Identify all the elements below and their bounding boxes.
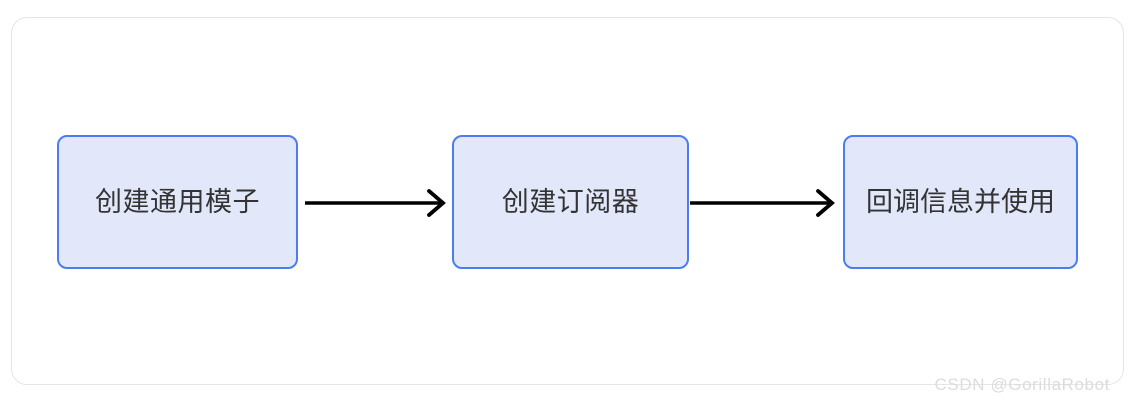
arrow-right-icon: [305, 189, 446, 217]
arrow-right-icon: [690, 189, 835, 217]
flow-node-label: 创建订阅器: [501, 186, 640, 217]
watermark-text: CSDN @GorillaRobot: [934, 375, 1110, 394]
flow-node-callback-and-use[interactable]: 回调信息并使用: [843, 135, 1078, 269]
flow-node-label: 创建通用模子: [95, 186, 260, 217]
flow-node-create-subscriber[interactable]: 创建订阅器: [452, 135, 689, 269]
flow-node-label: 回调信息并使用: [866, 186, 1055, 217]
flow-node-create-generic-template[interactable]: 创建通用模子: [57, 135, 298, 269]
flow-arrow-2: [688, 188, 838, 218]
flow-arrow-1: [303, 188, 449, 218]
